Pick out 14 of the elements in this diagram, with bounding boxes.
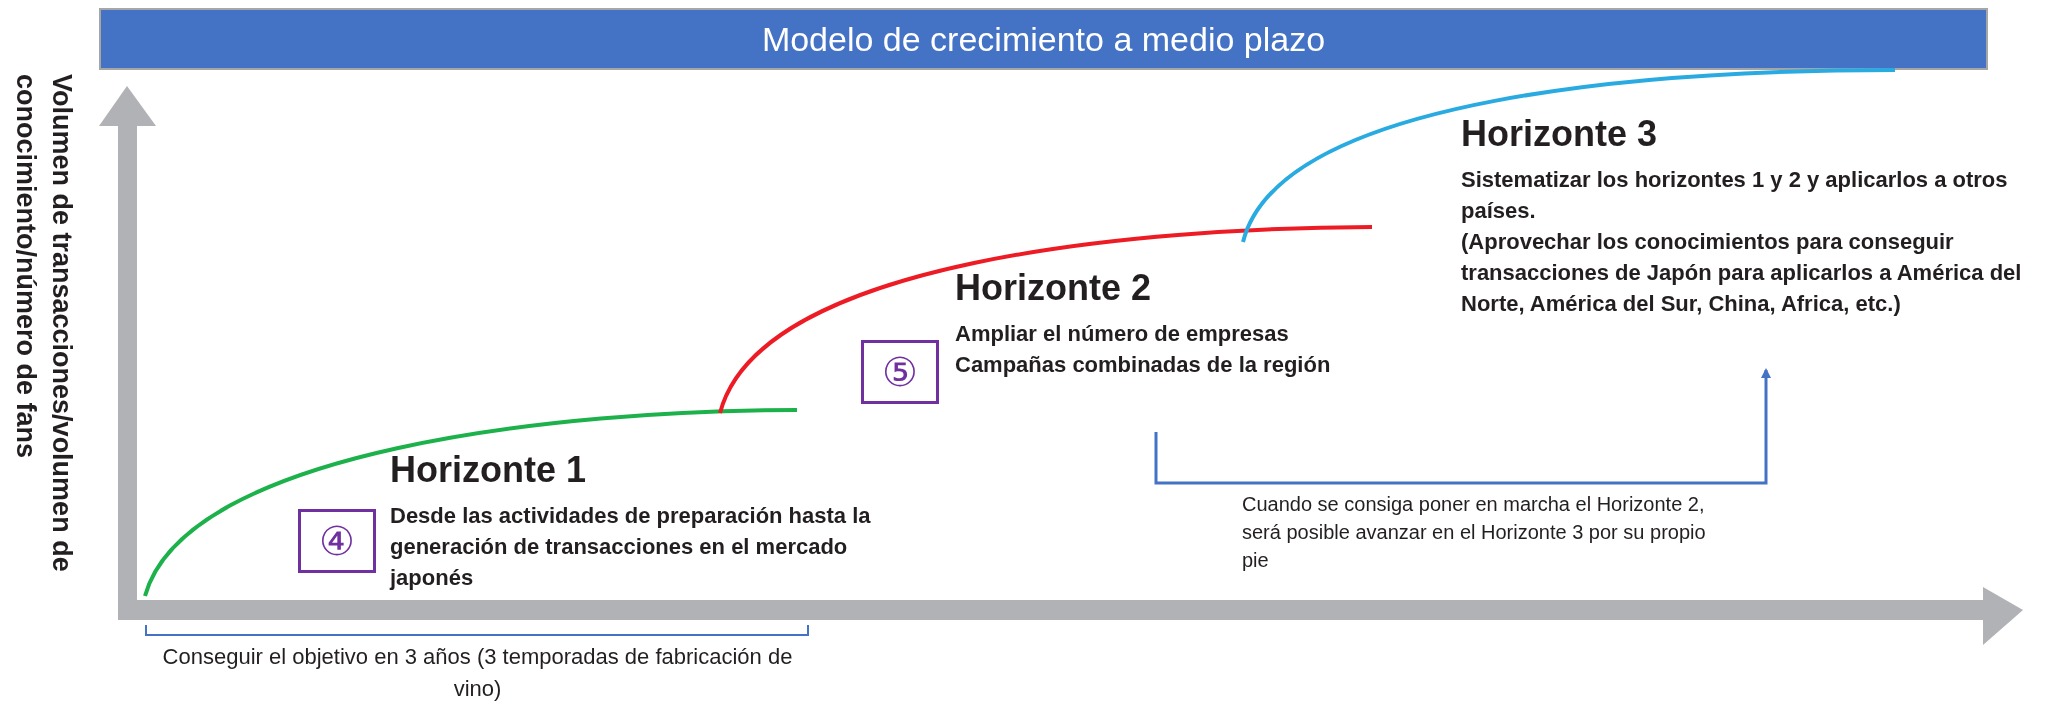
horizon-heading: Horizonte 3	[1461, 112, 1657, 156]
number-box: ④	[298, 509, 376, 573]
timeframe-note: Conseguir el objetivo en 3 años (3 temporadas de fabricación de vino)	[161, 643, 794, 703]
bent-arrow	[1154, 368, 1771, 485]
horizon-description: Ampliar el número de empresas	[955, 320, 1289, 348]
horizon-heading: Horizonte 1	[390, 448, 586, 492]
axis-label: Volumen de transacciones/volumen de conocimiento/número de fans	[10, 74, 78, 574]
title-banner: Modelo de crecimiento a medio plazo	[99, 8, 1988, 70]
horizon-description: (Aprovechar los conocimientos para conseguir transacciones de Japón para aplicarlos a América del Norte, América del Sur, China, Africa, etc.)	[1461, 228, 2023, 318]
horizon-description: Desde las actividades de preparación hasta la generación de transacciones en el mercado japonés	[390, 502, 872, 592]
horizon-description: Sistematizar los horizontes 1 y 2 y aplicarlos a otros países.	[1461, 166, 2009, 225]
number-box: ⑤	[861, 340, 939, 404]
horizon-heading: Horizonte 2	[955, 266, 1151, 310]
horizon-description: Campañas combinadas de la región	[955, 351, 1331, 379]
